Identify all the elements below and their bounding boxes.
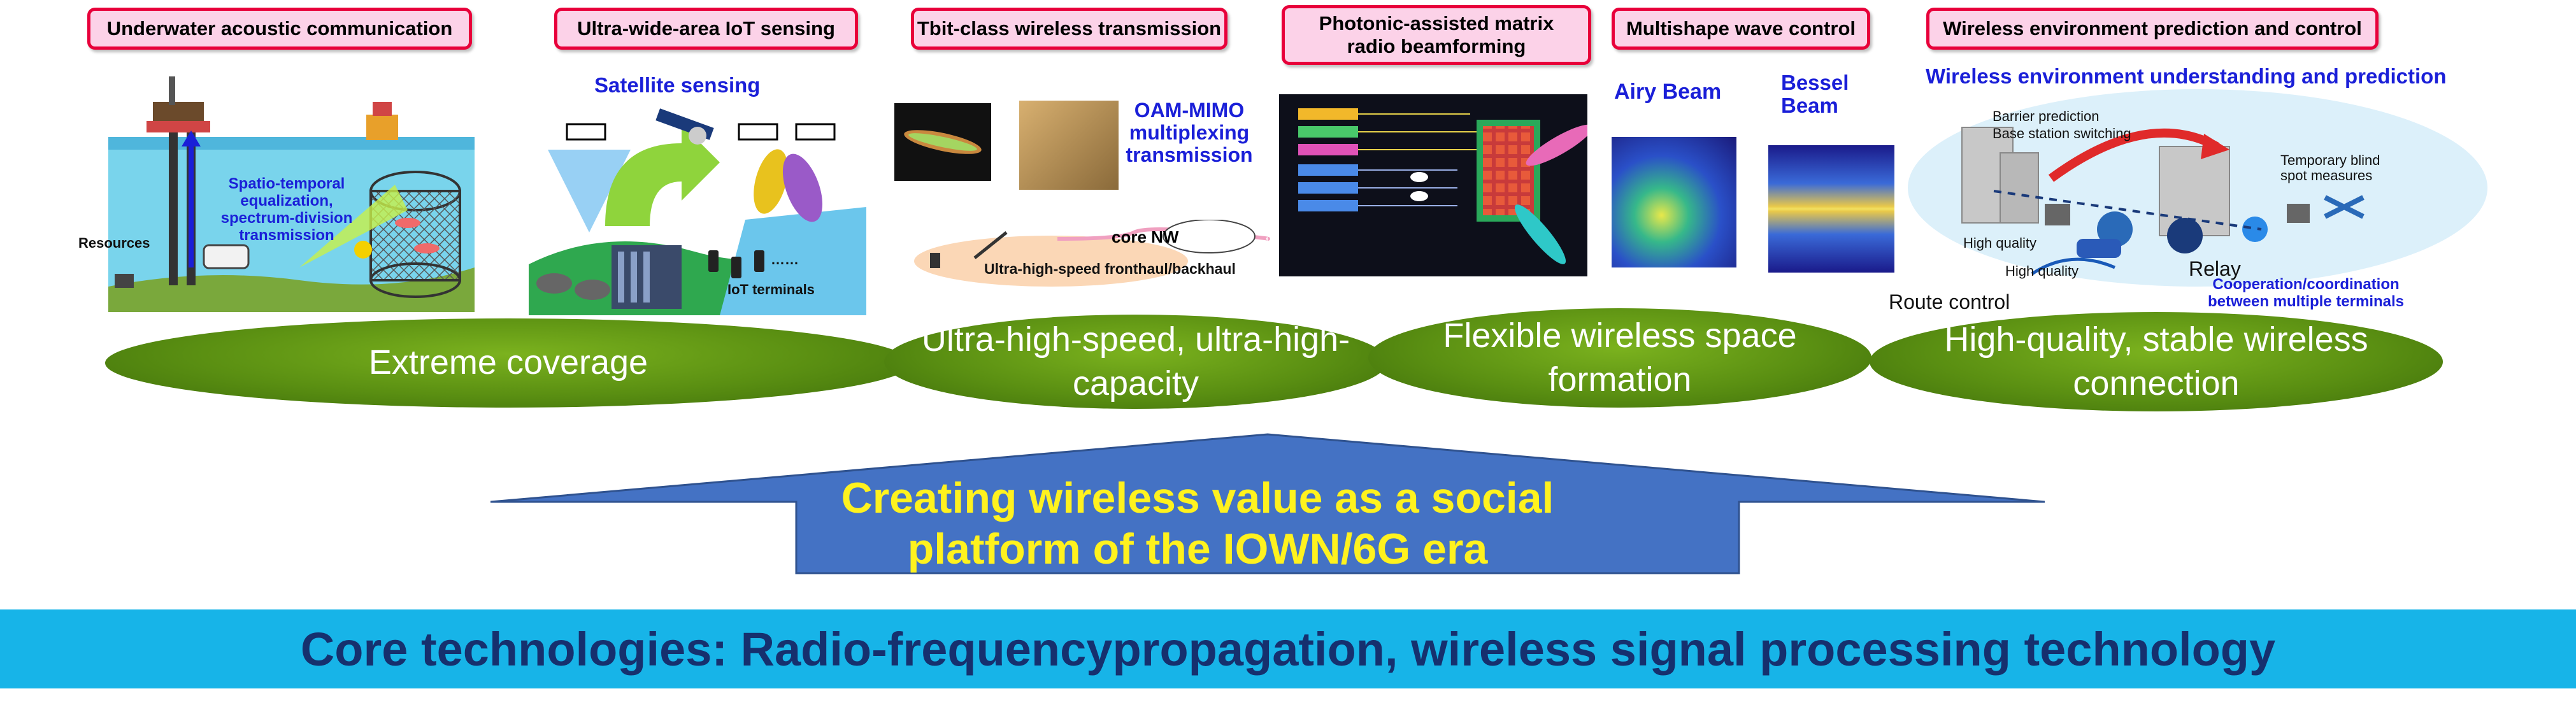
fronthaul-illustration	[911, 220, 1274, 290]
label-barrier-prediction: Barrier prediction	[1993, 108, 2100, 124]
core-technologies-banner: Core technologies: Radio-frequencypropag…	[0, 609, 2576, 688]
label-bessel-beam: Bessel Beam	[1781, 71, 1849, 118]
bessel-beam-image	[1768, 145, 1894, 273]
label-temp-blind-spot: Temporary blind spot measures	[2280, 152, 2380, 184]
label-airy-beam: Airy Beam	[1614, 80, 1722, 104]
label-resources: Resources	[78, 235, 150, 251]
ellipse-flexible-wireless: Flexible wireless space formation	[1368, 308, 1871, 408]
header-underwater-acoustic: Underwater acoustic communication	[87, 8, 472, 50]
label-bs-switching: Base station switching	[1993, 125, 2131, 141]
iot-illustration	[529, 105, 866, 315]
label-core-nw: core NW	[1112, 227, 1179, 246]
ellipse-high-quality-stable: High-quality, stable wireless connection	[1870, 312, 2443, 411]
label-route-control: Route control	[1889, 290, 2010, 313]
oam-device-image	[1019, 101, 1119, 190]
label-fronthaul: Ultra-high-speed fronthaul/backhaul	[984, 260, 1236, 277]
label-iot-dots: ……	[771, 252, 799, 267]
header-wireless-environment: Wireless environment prediction and cont…	[1926, 8, 2379, 50]
oam-beam-image	[894, 103, 991, 181]
ellipse-ultra-high-speed: Ultra-high-speed, ultra-high-capacity	[884, 315, 1387, 409]
label-high-quality-1: High quality	[1963, 235, 2036, 251]
label-high-quality-2: High quality	[2005, 263, 2079, 279]
ellipse-extreme-coverage: Extreme coverage	[105, 318, 912, 408]
header-iot-sensing: Ultra-wide-area IoT sensing	[554, 8, 858, 50]
label-wireless-env-title: Wireless environment understanding and p…	[1926, 64, 2447, 88]
header-photonic-beamforming: Photonic-assisted matrix radio beamformi…	[1282, 5, 1591, 65]
header-multishape-wave: Multishape wave control	[1612, 8, 1870, 50]
wireless-env-illustration	[1905, 89, 2503, 325]
label-satellite-sensing: Satellite sensing	[594, 73, 761, 97]
airy-beam-image	[1612, 137, 1736, 267]
label-spatio-temporal: Spatio-temporal equalization, spectrum-d…	[220, 175, 353, 244]
underwater-illustration	[108, 76, 475, 312]
label-iot-terminals: IoT terminals	[727, 281, 815, 297]
label-relay: Relay	[2189, 257, 2241, 280]
header-tbit-transmission: Tbit-class wireless transmission	[911, 8, 1227, 50]
arrow-caption: Creating wireless value as a social plat…	[841, 474, 1554, 574]
upward-arrow-shape	[490, 433, 2045, 574]
label-oam-mimo: OAM-MIMO multiplexing transmission	[1126, 99, 1253, 167]
photonic-beamforming-image	[1279, 94, 1587, 276]
label-cooperation: Cooperation/coordination between multipl…	[2207, 276, 2405, 310]
